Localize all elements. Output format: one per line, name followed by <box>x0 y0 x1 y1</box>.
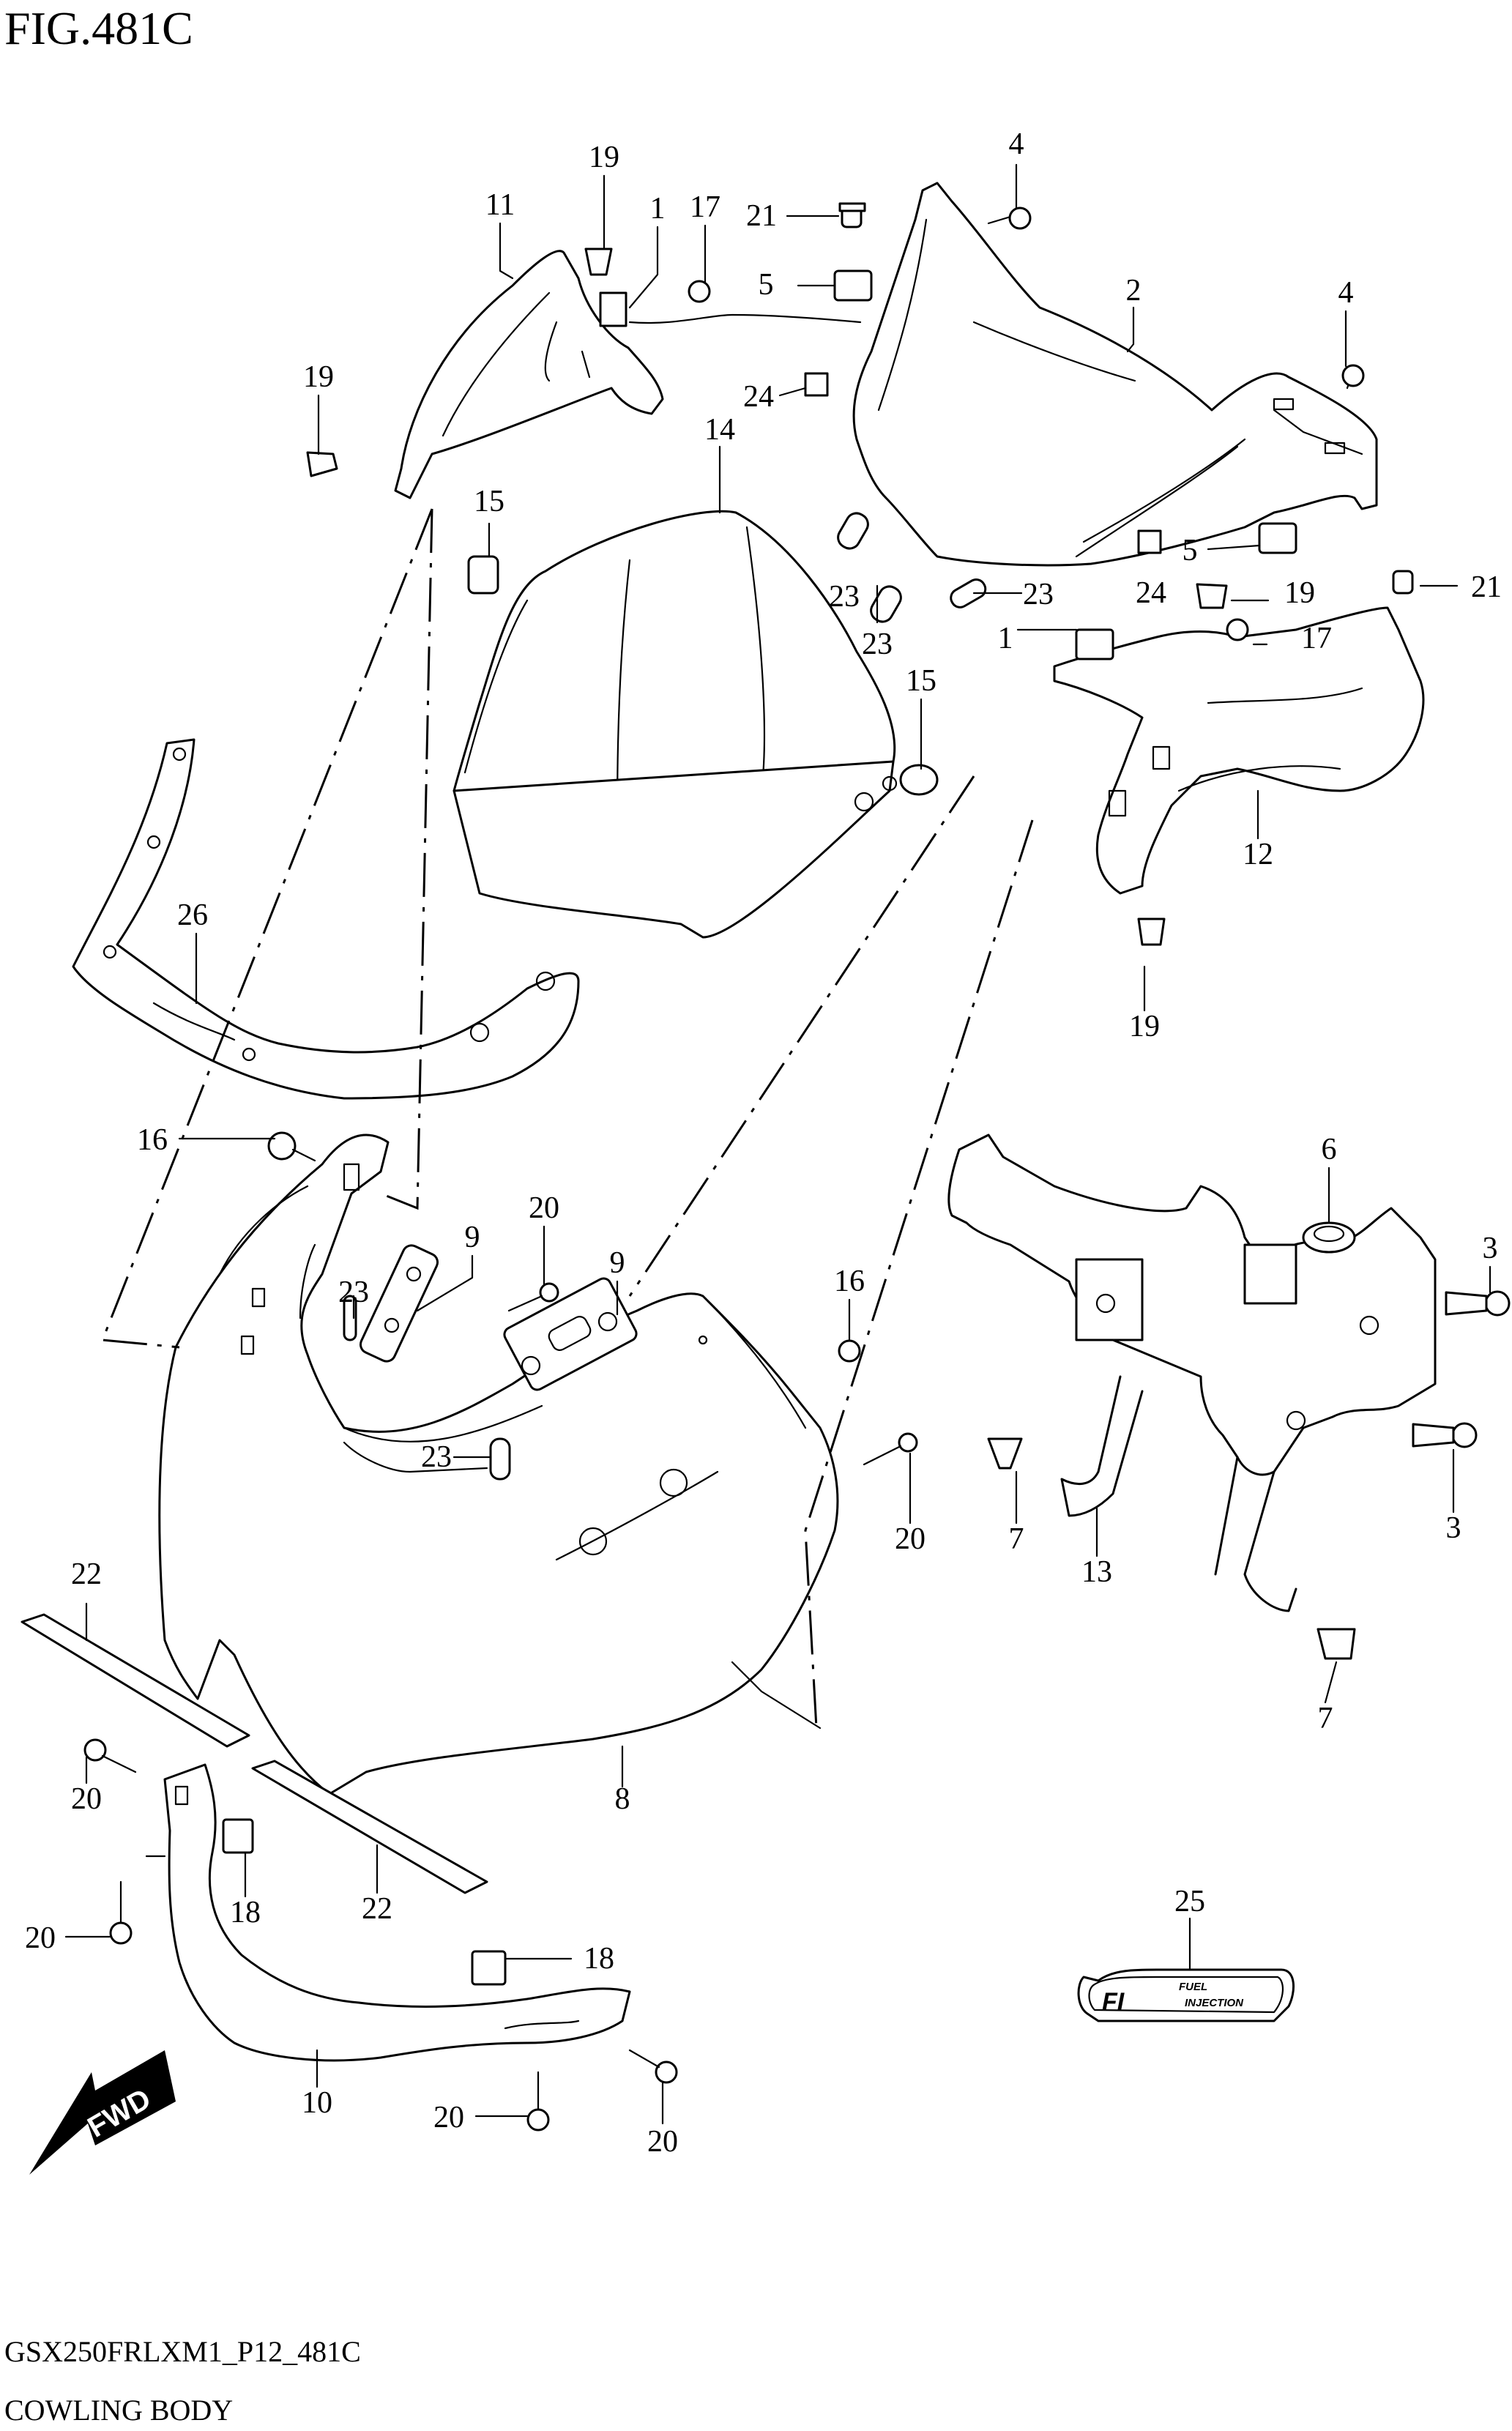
callout-20: 20 <box>433 2101 464 2134</box>
callout-5: 5 <box>759 268 774 302</box>
callout-7: 7 <box>1318 1702 1333 1735</box>
part-pad-9 <box>359 1244 439 1363</box>
callout-21: 21 <box>1471 570 1502 604</box>
callout-5: 5 <box>1183 534 1198 567</box>
callout-20: 20 <box>647 2125 678 2159</box>
callout-22: 22 <box>362 1892 392 1926</box>
part-inner-panel-left <box>394 250 664 499</box>
figure-title: FIG.481C <box>4 2 193 54</box>
part-stay-13 <box>947 1133 1437 1612</box>
fi-badge-line2: INJECTION <box>1185 1997 1244 2009</box>
callout-1: 1 <box>998 622 1013 655</box>
callout-25: 25 <box>1174 1885 1205 1918</box>
fi-badge: FI FUEL INJECTION <box>1077 1968 1295 2022</box>
callout-26: 26 <box>177 898 208 932</box>
callout-19: 19 <box>303 360 334 394</box>
callout-9: 9 <box>465 1221 480 1254</box>
fi-badge-line1: FUEL <box>1179 1981 1207 1993</box>
callout-17: 17 <box>1301 622 1332 655</box>
callout-13: 13 <box>1081 1555 1112 1589</box>
callout-8: 8 <box>615 1782 630 1816</box>
callout-10: 10 <box>302 2086 332 2120</box>
callout-22: 22 <box>71 1557 102 1591</box>
callout-16: 16 <box>137 1123 168 1157</box>
figure-code: GSX250FRLXM1_P12_481C <box>4 2335 361 2368</box>
part-inner-panel-right <box>1053 606 1425 895</box>
callout-23: 23 <box>829 580 860 614</box>
leader-lines <box>64 163 1491 2125</box>
callout-24: 24 <box>743 380 774 414</box>
callout-24: 24 <box>1136 576 1166 610</box>
callout-20: 20 <box>71 1782 102 1816</box>
part-upper-cowl <box>852 182 1378 567</box>
callout-20: 20 <box>529 1191 559 1225</box>
callout-16: 16 <box>834 1265 865 1298</box>
part-bracket-10 <box>163 1763 631 2062</box>
part-tape-22 <box>21 1613 488 1894</box>
fwd-arrow: FWD <box>29 2050 176 2175</box>
callout-23: 23 <box>421 1440 452 1474</box>
part-grommet-6 <box>1302 1221 1356 1254</box>
callout-17: 17 <box>690 190 720 224</box>
callout-6: 6 <box>1322 1133 1337 1166</box>
figure-section: COWLING BODY <box>4 2394 233 2427</box>
callout-9: 9 <box>610 1246 625 1280</box>
callout-4: 4 <box>1009 127 1024 161</box>
callout-15: 15 <box>906 664 936 698</box>
callout-21: 21 <box>746 199 777 233</box>
callout-2: 2 <box>1126 274 1142 308</box>
callout-14: 14 <box>704 413 735 447</box>
callout-12: 12 <box>1243 838 1273 871</box>
fi-badge-main: FI <box>1102 1988 1125 2016</box>
callout-4: 4 <box>1338 276 1354 310</box>
callout-3: 3 <box>1483 1232 1498 1265</box>
callout-20: 20 <box>25 1921 56 1955</box>
callout-23: 23 <box>338 1276 369 1309</box>
callout-3: 3 <box>1446 1511 1461 1545</box>
callout-15: 15 <box>474 485 504 518</box>
callout-7: 7 <box>1009 1522 1024 1556</box>
callout-23: 23 <box>862 628 893 661</box>
callout-19: 19 <box>1284 576 1315 610</box>
callout-20: 20 <box>895 1522 926 1556</box>
callout-19: 19 <box>589 141 619 174</box>
callout-18: 18 <box>584 1942 614 1976</box>
fasteners <box>83 202 1511 2132</box>
reference-lines <box>100 313 1034 1858</box>
part-windscreen <box>453 510 898 939</box>
callout-labels: 19 11 1 17 21 4 5 2 4 19 24 14 15 5 23 2… <box>25 127 1502 2159</box>
callout-19: 19 <box>1129 1010 1160 1043</box>
callout-11: 11 <box>485 188 515 222</box>
callout-18: 18 <box>230 1896 261 1929</box>
callout-23: 23 <box>1023 578 1054 611</box>
callout-1: 1 <box>650 192 666 226</box>
